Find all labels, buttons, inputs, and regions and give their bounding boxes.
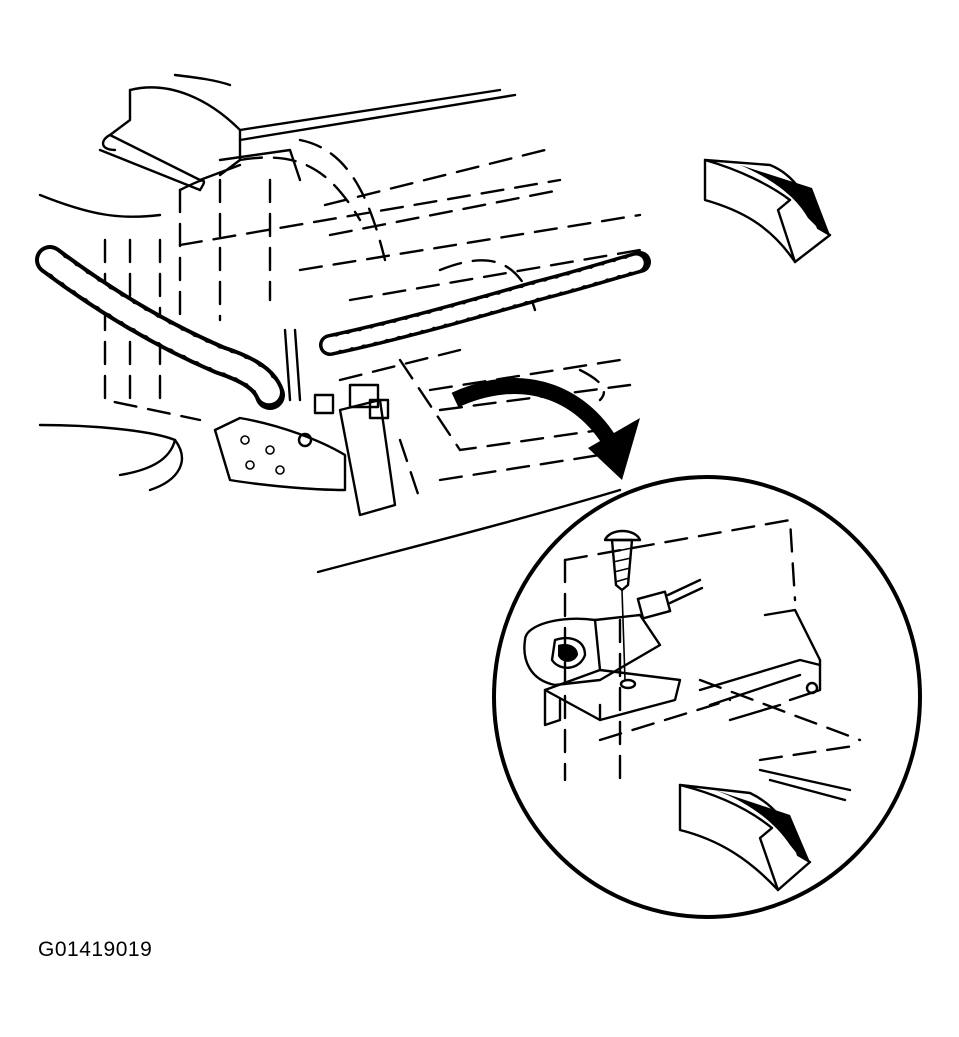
- sensor-connector: [283, 328, 390, 420]
- vehicle-assembly-view: [35, 73, 832, 574]
- detail-callout-arrow-icon: [451, 378, 640, 480]
- figure-code: G01419019: [38, 938, 153, 961]
- forward-arrow-icon: [703, 158, 832, 264]
- wiring-harness-conduit: [35, 245, 651, 410]
- mounting-bracket: [213, 398, 397, 517]
- forward-arrow-icon: [678, 783, 812, 892]
- screw-icon: [603, 529, 642, 681]
- detail-inset: [492, 475, 922, 919]
- electrical-connector-icon: [523, 578, 704, 687]
